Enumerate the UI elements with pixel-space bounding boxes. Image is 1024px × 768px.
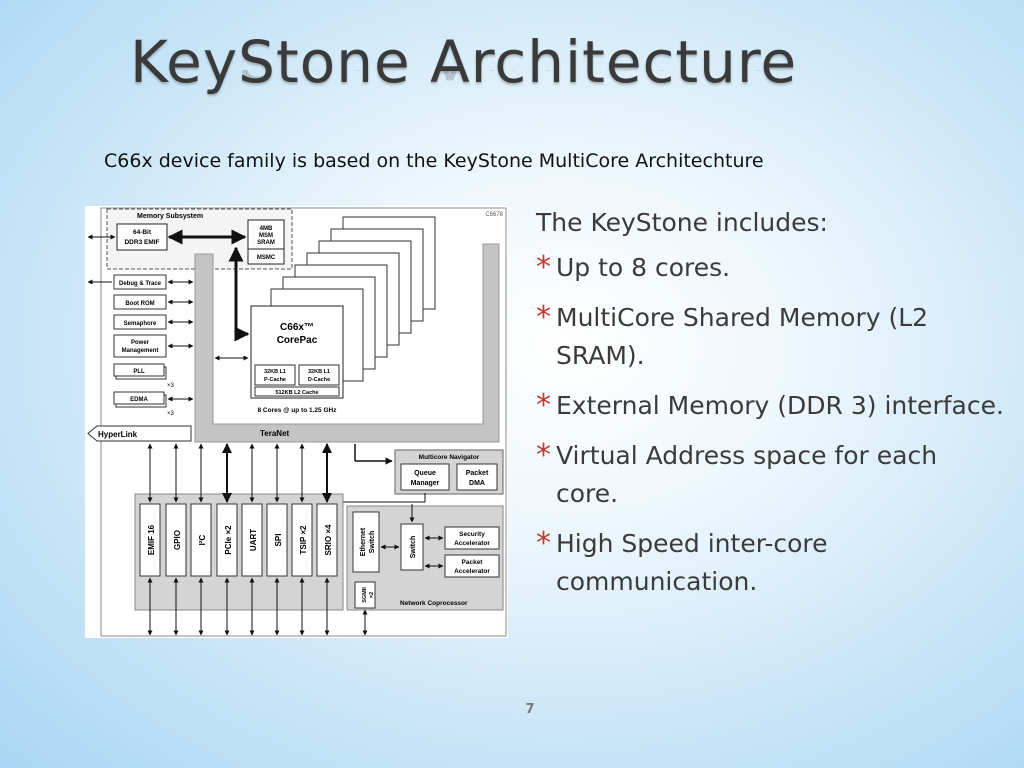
- uart-label: UART: [249, 529, 258, 551]
- power-management-label-1: Power: [131, 340, 150, 346]
- device-outline: [100, 207, 507, 637]
- sgmii-label-2: ×2: [369, 592, 375, 598]
- srio-label: SRIO ×4: [324, 524, 333, 555]
- sgmii-label-1: SGMII: [362, 587, 368, 603]
- l2-cache-block: [254, 386, 340, 397]
- memory-subsystem-label: Memory Subsystem: [137, 213, 203, 220]
- star-bullet-icon: *: [536, 300, 551, 335]
- l1p-cache-block: [254, 364, 296, 386]
- device-label: C6678: [485, 212, 503, 218]
- external-io-arrows: [147, 577, 368, 636]
- corepac-name: C66x™: [280, 322, 314, 333]
- bullet-text: Up to 8 cores.: [556, 253, 731, 282]
- slide-subtitle: C66x device family is based on the KeySt…: [104, 150, 764, 172]
- left-peripheral-blocks: Debug & Trace Boot ROM Semaphore Power M…: [113, 274, 175, 417]
- slide-title: KeyStone Architecture: [130, 28, 798, 96]
- i2c-label: I²C: [198, 534, 207, 545]
- switch-label: Switch: [410, 536, 417, 559]
- debug-trace-label: Debug & Trace: [119, 281, 162, 287]
- sgmii-block: [354, 581, 376, 609]
- ethernet-switch-block: [352, 511, 380, 573]
- bullet-text: Virtual Address space for each core.: [556, 441, 938, 508]
- packet-dma-label-2: DMA: [469, 480, 485, 487]
- multicore-navigator-label: Multicore Navigator: [419, 454, 480, 461]
- network-arrows: [380, 504, 444, 569]
- edma-times3: ×3: [167, 411, 175, 417]
- pll-times3: ×3: [167, 383, 175, 389]
- ddr3-emif-label-2: DDR3 EMIF: [124, 239, 159, 246]
- queue-manager-label-2: Manager: [411, 480, 440, 487]
- bullet-text: MultiCore Shared Memory (L2 SRAM).: [556, 303, 929, 370]
- packet-dma-block: [456, 463, 498, 491]
- bullet-item: *External Memory (DDR 3) interface.: [536, 387, 1006, 425]
- ethernet-switch-label-2: Switch: [369, 531, 376, 554]
- teranet-peripheral-arrows: [147, 443, 332, 503]
- packet-accelerator-block: [444, 554, 500, 578]
- bullet-text: High Speed inter-core communication.: [556, 529, 828, 596]
- corepac-sub: CorePac: [277, 335, 318, 346]
- packet-accelerator-label-2: Accelerator: [454, 568, 490, 575]
- star-bullet-icon: *: [536, 388, 551, 423]
- cores-note: 8 Cores @ up to 1.25 GHz: [258, 407, 338, 414]
- spi-label: SPI: [274, 534, 283, 547]
- bullet-intro: The KeyStone includes:: [536, 208, 828, 237]
- security-accelerator-label-1: Security: [459, 531, 485, 538]
- bullet-text: External Memory (DDR 3) interface.: [556, 391, 1004, 420]
- bullet-item: *Virtual Address space for each core.: [536, 437, 1006, 513]
- emif16-label: EMIF 16: [147, 524, 156, 555]
- msm-sram-label-2: MSM: [259, 233, 273, 239]
- star-bullet-icon: *: [536, 526, 551, 561]
- l1d-cache-block: [298, 364, 340, 386]
- packet-dma-label-1: Packet: [466, 470, 489, 477]
- l1d-label-2: D-Cache: [308, 377, 330, 383]
- l2-label: 512KB L2 Cache: [275, 390, 318, 396]
- hyperlink-block: [87, 425, 192, 442]
- l1p-label-1: 32KB L1: [264, 369, 286, 375]
- teranet-bus: [194, 243, 500, 443]
- msm-sram-block: [247, 219, 285, 265]
- network-coprocessor-label: Network Coprocessor: [400, 600, 468, 607]
- page-number: 7: [525, 702, 535, 717]
- gpio-label: GPIO: [173, 530, 182, 550]
- bullet-item: *High Speed inter-core communication.: [536, 525, 1006, 601]
- bullet-item: *Up to 8 cores.: [536, 249, 1006, 287]
- msm-sram-label-1: 4MB: [260, 226, 273, 232]
- semaphore-label: Semaphore: [124, 321, 157, 327]
- ddr3-emif-block: [116, 223, 168, 251]
- bullet-item: *MultiCore Shared Memory (L2 SRAM).: [536, 299, 1006, 375]
- star-bullet-icon: *: [536, 438, 551, 473]
- queue-manager-label-1: Queue: [414, 470, 436, 477]
- keystone-block-diagram: C6678 Memory Subsystem 64-Bit DDR3 EMIF …: [85, 206, 508, 638]
- power-management-label-2: Management: [122, 348, 159, 354]
- ddr3-emif-label-1: 64-Bit: [133, 229, 152, 236]
- edma-label: EDMA: [130, 397, 148, 403]
- boot-rom-label: Boot ROM: [125, 301, 154, 307]
- hyperlink-label: HyperLink: [98, 430, 138, 439]
- peripheral-blocks: EMIF 16 GPIO I²C PCIe ×2 UART SPI TSIP ×…: [139, 503, 338, 577]
- msmc-label: MSMC: [257, 255, 276, 261]
- ethernet-switch-label-1: Ethernet: [360, 527, 367, 556]
- left-block-arrows: [87, 279, 194, 402]
- queue-manager-block: [400, 463, 450, 491]
- security-accelerator-block: [444, 526, 500, 550]
- packet-accelerator-label-1: Packet: [462, 559, 484, 566]
- l1d-label-1: 32KB L1: [308, 369, 330, 375]
- teranet-label: TeraNet: [260, 429, 290, 438]
- pcie-label: PCIe ×2: [224, 525, 233, 555]
- slide-title-reflection: KeyStone Architecture: [130, 70, 797, 92]
- switch-block: [400, 523, 424, 571]
- l1p-label-2: P-Cache: [264, 377, 286, 383]
- msm-sram-label-3: SRAM: [257, 240, 275, 246]
- security-accelerator-label-2: Accelerator: [454, 540, 490, 547]
- pll-label: PLL: [133, 369, 145, 375]
- feature-list: The KeyStone includes: *Up to 8 cores. *…: [536, 205, 1006, 613]
- star-bullet-icon: *: [536, 250, 551, 285]
- tsip-label: TSIP ×2: [299, 525, 308, 555]
